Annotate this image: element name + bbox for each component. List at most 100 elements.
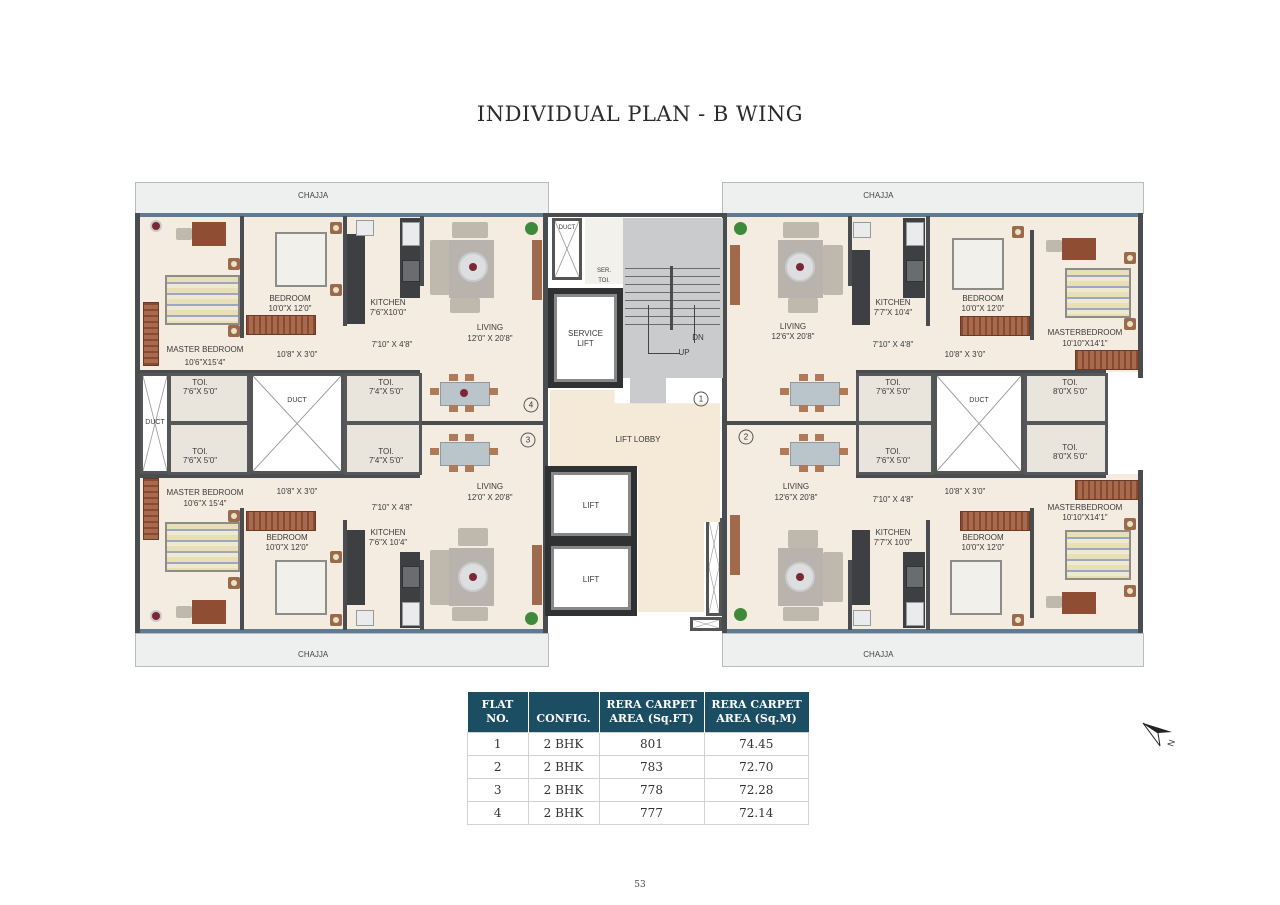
nightstand xyxy=(330,551,342,563)
chajja-label: CHAJJA xyxy=(863,650,894,659)
dining-chair xyxy=(465,405,474,412)
nightstand xyxy=(228,325,240,337)
passage-size: 10'8" X 3'0" xyxy=(276,487,318,496)
wardrobe xyxy=(143,478,159,540)
bedroom-size: 10'0"X 12'0" xyxy=(268,304,312,313)
plant-icon xyxy=(525,612,538,625)
wall xyxy=(135,213,548,217)
col-config: CONFIG. xyxy=(528,692,600,733)
kitchen-counter xyxy=(852,530,870,605)
wall xyxy=(926,216,930,326)
chajja-label: CHAJJA xyxy=(298,650,329,659)
desk-chair xyxy=(1046,596,1062,608)
living-size: 12'6"X 20'8" xyxy=(771,332,815,341)
toilet-flat1-b xyxy=(1024,373,1108,424)
dining-chair xyxy=(799,434,808,441)
toilet-label: TOI. xyxy=(1062,378,1078,387)
foyer-size: 7'10" X 4'8" xyxy=(371,340,413,349)
armchair xyxy=(450,298,480,313)
toilet-flat3-a xyxy=(168,422,250,475)
wall xyxy=(722,213,1142,217)
toilet-size: 7'6"X 5'0" xyxy=(875,387,911,396)
coffee-table-icon xyxy=(458,252,488,282)
side-table-icon xyxy=(150,610,162,622)
study-desk xyxy=(1062,238,1096,260)
sqm-cell: 72.70 xyxy=(703,755,809,779)
toilet-label: TOI. xyxy=(885,447,901,456)
page-number: 53 xyxy=(634,880,646,890)
foyer-size: 7'10" X 4'8" xyxy=(872,495,914,504)
nightstand xyxy=(228,510,240,522)
dining-chair xyxy=(489,448,498,455)
toilet-label: TOI. xyxy=(192,378,208,387)
stove-icon xyxy=(402,260,420,282)
bedroom-size: 10'0"X 12'0" xyxy=(961,543,1005,552)
master-bedroom-size: 10'6"X15'4" xyxy=(184,358,226,367)
sqm-cell: 72.14 xyxy=(703,801,809,825)
dining-chair xyxy=(465,374,474,381)
service-lift: SERVICE LIFT xyxy=(548,288,623,388)
dining-table xyxy=(790,382,840,406)
sink-icon xyxy=(402,602,420,626)
bedroom-size: 10'0"X 12'0" xyxy=(961,304,1005,313)
chajja-label: CHAJJA xyxy=(298,191,329,200)
wardrobe xyxy=(1075,480,1139,500)
nightstand xyxy=(228,258,240,270)
dining-chair xyxy=(815,374,824,381)
flat-cell: 4 xyxy=(467,801,529,825)
wall xyxy=(343,520,347,630)
kitchen-counter xyxy=(852,250,870,325)
master-bed xyxy=(165,275,240,325)
side-table-icon xyxy=(150,220,162,232)
chajja-bottom-left: CHAJJA xyxy=(135,633,549,667)
nightstand xyxy=(1124,518,1136,530)
stairs-up-label: UP xyxy=(678,348,690,357)
duct-left-center: DUCT xyxy=(250,373,344,474)
chajja-bottom-right: CHAJJA xyxy=(722,633,1144,667)
dining-chair xyxy=(449,434,458,441)
living-label: LIVING xyxy=(782,482,810,491)
wall xyxy=(135,213,140,633)
stair-up-line xyxy=(648,353,680,354)
coffee-table-icon xyxy=(458,562,488,592)
config-cell: 2 BHK xyxy=(527,755,600,779)
col-sqm: RERA CARPET AREA (Sq.M) xyxy=(704,692,809,733)
staircase xyxy=(623,218,723,378)
lift-lobby-lower xyxy=(638,460,704,612)
wall xyxy=(722,213,727,633)
table-row: 3 2 BHK 778 72.28 xyxy=(467,778,809,802)
wardrobe xyxy=(246,315,316,335)
flat-cell: 1 xyxy=(467,732,529,756)
toilet-flat2-a xyxy=(856,422,934,475)
dining-chair xyxy=(839,448,848,455)
config-cell: 2 BHK xyxy=(527,778,600,802)
kitchen-counter xyxy=(347,234,365,324)
chajja-top-right: CHAJJA xyxy=(722,182,1144,214)
bed xyxy=(275,232,327,287)
study-desk xyxy=(192,600,226,624)
toilet-size: 8'0"X 5'0" xyxy=(1052,452,1088,461)
kitchen-label: KITCHEN xyxy=(370,298,406,307)
centerpiece-icon xyxy=(459,388,469,398)
bed xyxy=(952,238,1004,290)
armchair xyxy=(452,222,488,238)
study-desk xyxy=(1062,592,1096,614)
bed xyxy=(950,560,1002,615)
duct-label: DUCT xyxy=(558,225,576,231)
armchair xyxy=(788,530,818,548)
dining-chair xyxy=(815,434,824,441)
table-header-row: FLAT NO. CONFIG. RERA CARPET AREA (Sq.FT… xyxy=(467,692,809,733)
stair-divider xyxy=(670,266,673,330)
wall xyxy=(856,474,1106,478)
toilet-size: 7'6"X 5'0" xyxy=(875,456,911,465)
washing-machine-icon xyxy=(356,610,374,626)
wall xyxy=(1138,213,1143,378)
desk-chair xyxy=(176,228,192,240)
sink-icon xyxy=(402,222,420,246)
wall xyxy=(240,216,244,338)
wardrobe xyxy=(143,302,159,366)
ser-toi-label: SER. TOI. xyxy=(596,268,611,284)
lift-lobby-label: LIFT LOBBY xyxy=(615,435,661,444)
living-size: 12'0" X 20'8" xyxy=(467,334,513,343)
armchair xyxy=(783,222,819,238)
